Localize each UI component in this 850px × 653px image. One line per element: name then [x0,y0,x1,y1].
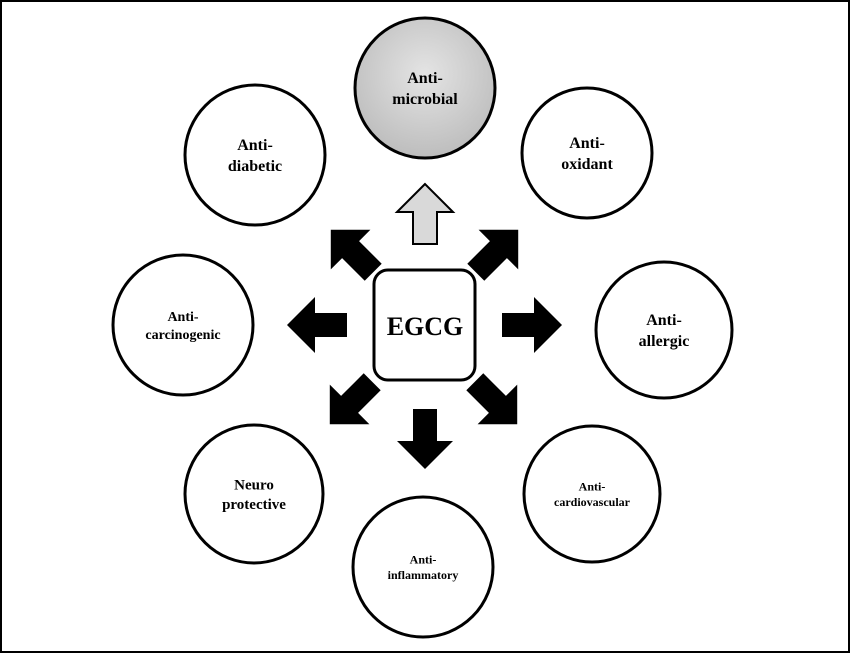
node-neuro-protective: Neuro protective [183,423,325,565]
label-line: inflammatory [388,568,459,582]
label-line: protective [222,497,286,513]
label-line: Anti- [410,552,437,566]
nodes-group: Anti-microbialAnti-oxidantAnti-allergicA… [111,16,734,639]
label-neuro-protective: Neuro protective [222,478,286,514]
label-anti-carcinogenic: Anti-carcinogenic [145,310,220,343]
circle-anti-diabetic [183,83,327,227]
label-anti-allergic: Anti-allergic [639,312,690,350]
node-anti-carcinogenic: Anti-carcinogenic [111,253,255,397]
label-line: Anti- [646,312,682,329]
label-line: Anti- [579,479,606,493]
circle-anti-allergic [594,260,734,400]
arrow-to-anti-allergic [502,297,562,353]
circle-anti-carcinogenic [111,253,255,397]
label-line: oxidant [561,156,613,173]
node-anti-diabetic: Anti-diabetic [183,83,327,227]
circle-neuro-protective [183,423,325,565]
label-line: Anti- [569,135,605,152]
label-line: allergic [639,333,690,350]
arrow-to-anti-cardiovascular [466,373,518,425]
circle-anti-inflammatory [351,495,495,639]
circle-anti-cardiovascular [522,424,662,564]
label-anti-microbial: Anti-microbial [392,70,458,108]
label-anti-diabetic: Anti-diabetic [228,137,282,175]
arrow-to-anti-inflammatory [397,409,453,469]
label-line: cardiovascular [554,495,631,509]
arrows-group [287,182,562,469]
label-line: Anti- [167,310,198,325]
arrow-to-anti-oxidant [467,229,519,281]
label-anti-cardiovascular: Anti-cardiovascular [554,479,631,509]
center-box [372,268,477,382]
arrow-to-anti-diabetic [330,229,382,281]
label-anti-oxidant: Anti-oxidant [561,135,613,173]
circle-anti-oxidant [520,86,654,220]
label-line: Anti- [407,70,443,87]
node-anti-microbial: Anti-microbial [353,16,497,160]
label-line: diabetic [228,158,282,175]
node-anti-oxidant: Anti-oxidant [520,86,654,220]
arrow-to-anti-carcinogenic [287,297,347,353]
label-line: carcinogenic [145,328,220,343]
arrow-to-anti-microbial [394,182,456,245]
label-anti-inflammatory: Anti-inflammatory [388,552,459,582]
circle-anti-microbial [353,16,497,160]
center-label: EGCG [387,312,464,341]
label-line: microbial [392,91,458,108]
label-line: Anti- [237,137,273,154]
label-line: Neuro [234,478,274,494]
node-anti-cardiovascular: Anti-cardiovascular [522,424,662,564]
node-anti-allergic: Anti-allergic [594,260,734,400]
arrow-to-neuro-protective [329,373,381,425]
node-anti-inflammatory: Anti-inflammatory [351,495,495,639]
